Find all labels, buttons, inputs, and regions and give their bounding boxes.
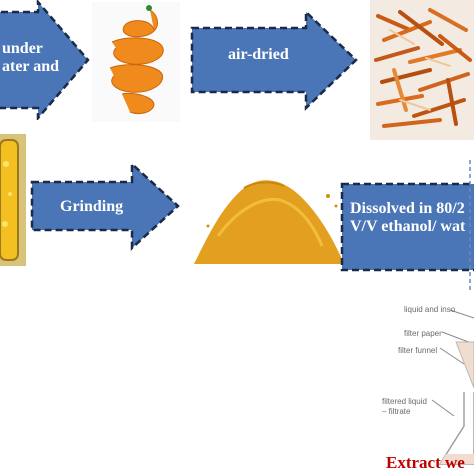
- dried-peels-image: [370, 0, 474, 140]
- wash-step-label: under ater and: [2, 40, 60, 76]
- filtration-diagram: [431, 309, 474, 465]
- air-dried-arrow: [190, 9, 358, 111]
- liquid-label: liquid and inso: [404, 305, 456, 314]
- filter-funnel-label: filter funnel: [398, 346, 438, 355]
- dissolve-arrow: [340, 182, 474, 272]
- orange-powder-image: [194, 180, 344, 264]
- air-dried-label: air-dried: [228, 46, 289, 63]
- orange-peel-spiral-image: [92, 2, 180, 122]
- filter-paper-label: filter paper: [404, 329, 442, 338]
- filtered-liquid-label: filtered liquid – filtrate: [382, 397, 427, 416]
- extract-label: Extract we: [386, 453, 465, 472]
- dissolve-label: Dissolved in 80/2 V/V ethanol/ wat: [350, 200, 466, 236]
- grinding-label: Grinding: [60, 198, 124, 215]
- right-edge-line: [469, 160, 471, 292]
- yellow-extract-dish-image: [0, 134, 26, 266]
- wash-arrow: [0, 0, 90, 120]
- grinding-arrow: [30, 161, 180, 251]
